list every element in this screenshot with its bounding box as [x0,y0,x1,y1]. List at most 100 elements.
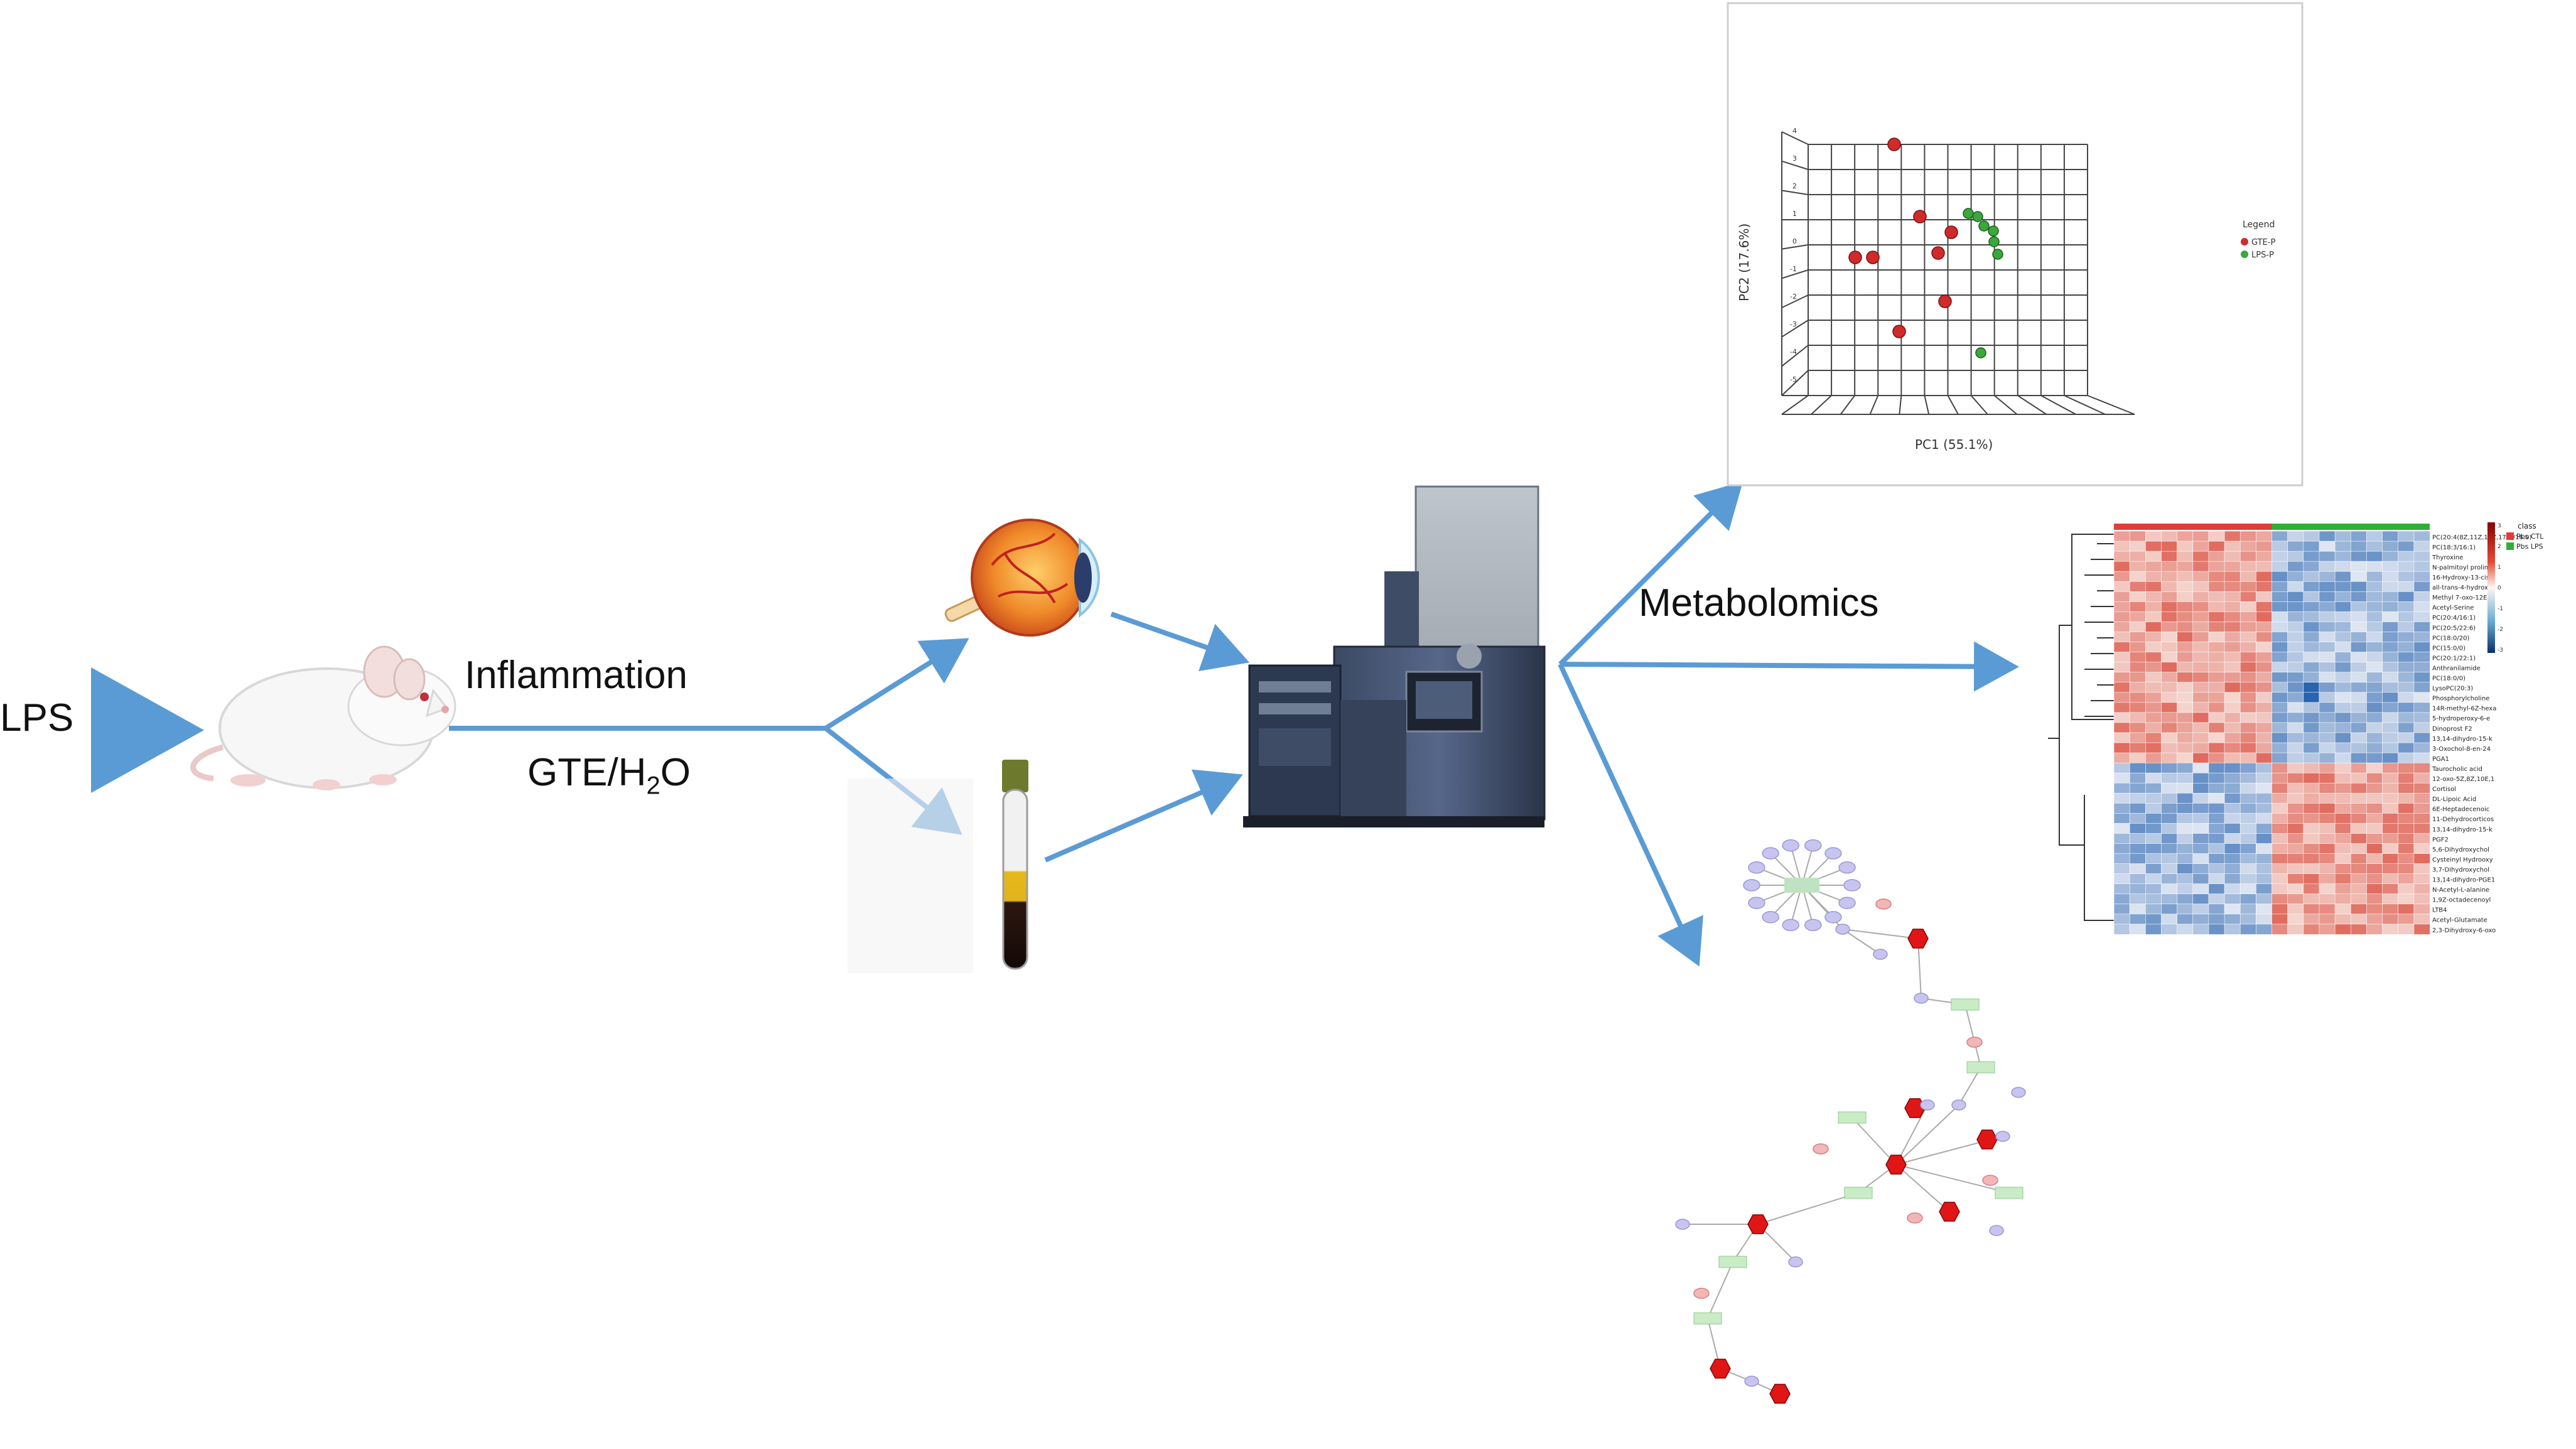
heatmap-cell [2398,924,2415,935]
heatmap-cell [2256,752,2273,763]
network-node-lilac [1835,924,1850,935]
heatmap-row-label: 16-Hydroxy-13-cis [2432,574,2489,581]
heatmap-cell [2239,581,2257,593]
pca-point-gte [1938,294,1952,308]
heatmap-cell [2272,793,2288,804]
heatmap-cell [2113,601,2130,613]
heatmap-cell [2334,722,2352,733]
pca-3d-plot: PC1 (55.1%) PC2 (17.6%) Legend GTE-P LPS… [1727,2,2304,487]
heatmap-cell [2366,611,2383,623]
heatmap-cell [2303,782,2320,794]
heatmap-cell [2398,662,2415,673]
heatmap-cell [2145,611,2162,623]
heatmap-cell [2224,782,2241,794]
heatmap-cell [2366,652,2383,663]
heatmap-cell [2113,642,2130,653]
pca-floor-line [2064,395,2106,415]
heatmap-cell [2145,762,2162,774]
heatmap-cell [2382,853,2399,865]
heatmap-scale-tick: 0 [2498,585,2501,591]
pca-floor-line [1899,395,1902,415]
heatmap-cell [2129,652,2147,663]
heatmap-cell [2413,712,2430,723]
heatmap-cell [2208,793,2225,804]
heatmap-cell [2366,883,2383,895]
heatmap-cell [2319,863,2336,875]
pca-depth-line [1781,131,1809,145]
heatmap-cell [2113,762,2130,774]
heatmap-cell [2239,762,2257,774]
heatmap-cell [2239,611,2257,623]
heatmap-cell [2208,752,2225,763]
heatmap-cell [2145,793,2162,804]
heatmap-cell [2129,642,2147,653]
heatmap-cell [2192,632,2209,643]
heatmap-cell [2145,752,2162,763]
heatmap-row-label: PC(20:4(8Z,11Z,14Z,17Z)/16:0) [2432,534,2531,541]
heatmap-cell [2382,813,2399,824]
pca-floor-line [1869,395,1879,415]
heatmap-cell [2303,571,2320,583]
heatmap-cell [2113,873,2130,885]
heatmap-cell [2224,642,2241,653]
heatmap-cell [2272,712,2288,723]
heatmap-cell [2413,752,2430,763]
heatmap-cell [2272,601,2288,613]
heatmap-row-label: LysoPC(20:3) [2432,686,2473,692]
heatmap-cell [2272,551,2288,562]
heatmap-cell [2350,803,2368,814]
heatmap-cell [2366,793,2383,804]
heatmap-cell [2366,702,2383,713]
heatmap-cell [2272,732,2288,743]
heatmap-cell [2287,833,2304,844]
heatmap-cell [2366,541,2383,552]
heatmap-cell [2413,561,2430,573]
heatmap-cell [2334,924,2352,935]
heatmap-cell [2239,712,2257,723]
heatmap-cell [2303,601,2320,613]
heatmap-cell [2177,843,2194,854]
heatmap-cell [2366,823,2383,834]
heatmap-cell [2272,924,2288,935]
heatmap-cell [2129,924,2147,935]
heatmap-cell [2208,782,2225,794]
heatmap-cell [2239,531,2257,542]
heatmap-cell [2319,752,2336,763]
heatmap-cell [2413,632,2430,643]
heatmap-cell [2224,702,2241,713]
heatmap-cell [2413,722,2430,733]
heatmap-cell [2398,541,2415,552]
heatmap-cell [2161,863,2178,875]
arrow-to-eye [824,638,969,731]
heatmap-cell [2319,742,2336,753]
network-node-lilac [1824,911,1842,924]
heatmap-cell [2224,712,2241,723]
heatmap-cell [2113,813,2130,824]
pca-point-lps [1972,211,1983,222]
network-node-lilac [1675,1219,1690,1230]
heatmap-cell [2334,803,2352,814]
heatmap-cell [2303,823,2320,834]
heatmap-cell [2382,642,2399,653]
heatmap-cell [2208,682,2225,693]
pca-point-gte [1944,225,1958,239]
heatmap-cell [2303,843,2320,854]
heatmap-cell [2192,762,2209,774]
heatmap-cell [2145,732,2162,743]
heatmap-cell [2192,531,2209,542]
heatmap-cell [2350,652,2368,663]
heatmap-cell [2113,913,2130,925]
heatmap-row-label: Taurocholic acid [2432,766,2482,773]
heatmap-cell [2239,782,2257,794]
heatmap-cell [2366,853,2383,865]
heatmap-cell [2382,732,2399,743]
heatmap-cell [2382,702,2399,713]
heatmap-cell [2350,863,2368,875]
heatmap-cell [2129,813,2147,824]
heatmap-cell [2366,722,2383,733]
heatmap-cell [2208,702,2225,713]
heatmap-cell [2224,893,2241,905]
heatmap-cell [2161,672,2178,683]
heatmap-cell [2319,924,2336,935]
heatmap-cell [2113,853,2130,865]
